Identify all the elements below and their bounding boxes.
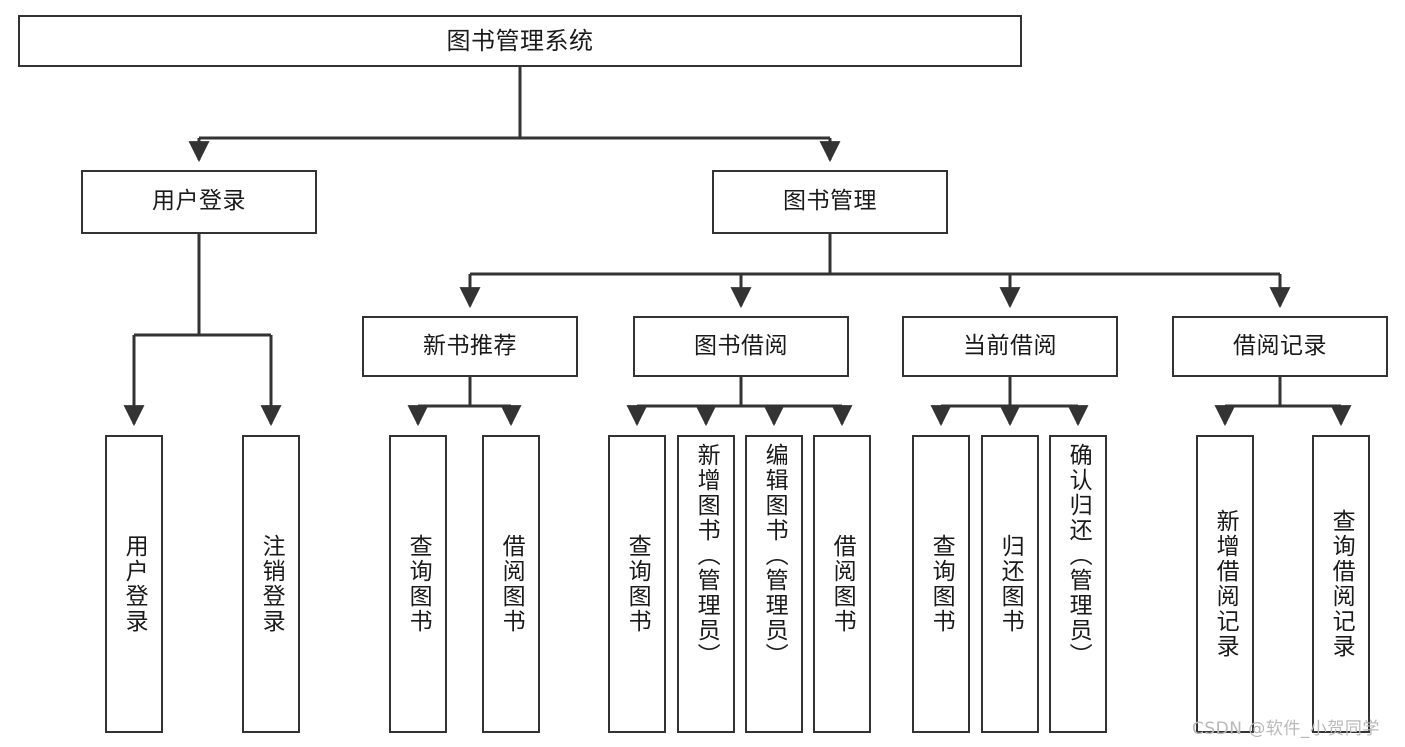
node-leaf-borrow-book-2[interactable]: 借阅图书 bbox=[813, 435, 871, 733]
node-label: 用户登录 bbox=[152, 188, 246, 215]
node-label: 用户登录 bbox=[121, 534, 148, 634]
node-label: 编辑图书（管理员） bbox=[761, 443, 788, 668]
node-label: 注销登录 bbox=[258, 534, 285, 634]
node-borrow-record[interactable]: 借阅记录 bbox=[1172, 316, 1388, 377]
node-leaf-query-book-3[interactable]: 查询图书 bbox=[912, 435, 970, 733]
node-label: 新增借阅记录 bbox=[1212, 509, 1239, 659]
node-label: 借阅图书 bbox=[498, 534, 525, 634]
node-leaf-query-book-1[interactable]: 查询图书 bbox=[389, 435, 447, 733]
node-leaf-confirm-return[interactable]: 确认归还（管理员） bbox=[1049, 435, 1107, 733]
node-label: 图书借阅 bbox=[694, 332, 788, 359]
node-book-management[interactable]: 图书管理 bbox=[712, 170, 948, 234]
node-label: 归还图书 bbox=[997, 534, 1024, 634]
node-root-book-management-system[interactable]: 图书管理系统 bbox=[18, 15, 1022, 67]
node-new-book-recommend[interactable]: 新书推荐 bbox=[362, 316, 578, 377]
node-leaf-query-borrow-record[interactable]: 查询借阅记录 bbox=[1312, 435, 1370, 733]
node-label: 查询图书 bbox=[624, 534, 651, 634]
node-leaf-user-login[interactable]: 用户登录 bbox=[105, 435, 163, 733]
node-label: 图书管理系统 bbox=[446, 26, 594, 55]
node-leaf-add-book[interactable]: 新增图书（管理员） bbox=[677, 435, 735, 733]
node-label: 新增图书（管理员） bbox=[693, 443, 720, 668]
node-leaf-query-book-2[interactable]: 查询图书 bbox=[608, 435, 666, 733]
node-label: 借阅图书 bbox=[829, 534, 856, 634]
node-label: 查询图书 bbox=[405, 534, 432, 634]
node-leaf-borrow-book-1[interactable]: 借阅图书 bbox=[482, 435, 540, 733]
node-label: 当前借阅 bbox=[963, 332, 1057, 359]
node-current-borrow[interactable]: 当前借阅 bbox=[902, 316, 1118, 377]
node-leaf-edit-book[interactable]: 编辑图书（管理员） bbox=[745, 435, 803, 733]
csdn-watermark: CSDN @软件_小贺同学 bbox=[1192, 719, 1380, 739]
node-label: 图书管理 bbox=[783, 188, 877, 215]
node-label: 查询图书 bbox=[928, 534, 955, 634]
node-label: 新书推荐 bbox=[423, 332, 517, 359]
node-leaf-return-book[interactable]: 归还图书 bbox=[981, 435, 1039, 733]
node-label: 借阅记录 bbox=[1233, 332, 1327, 359]
node-leaf-add-borrow-record[interactable]: 新增借阅记录 bbox=[1196, 435, 1254, 733]
node-label: 查询借阅记录 bbox=[1328, 509, 1355, 659]
node-leaf-user-logout[interactable]: 注销登录 bbox=[242, 435, 300, 733]
node-label: 确认归还（管理员） bbox=[1065, 443, 1092, 668]
node-user-login[interactable]: 用户登录 bbox=[81, 170, 317, 234]
node-book-borrow[interactable]: 图书借阅 bbox=[633, 316, 849, 377]
